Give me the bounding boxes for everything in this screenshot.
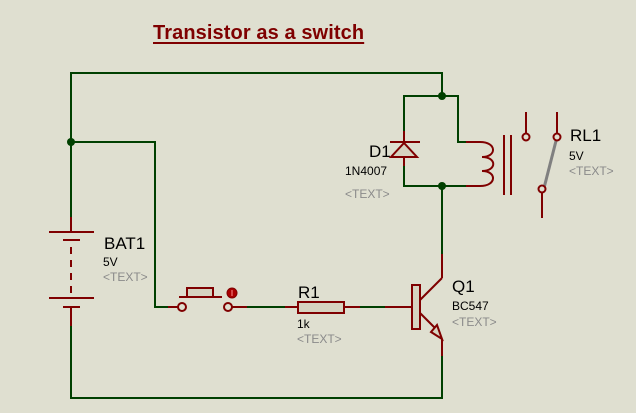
push-button[interactable] <box>168 287 247 312</box>
junctions <box>67 92 446 190</box>
battery-text-placeholder: <TEXT> <box>103 270 148 284</box>
junction-dot <box>438 182 446 190</box>
resistor-value-label: 1k <box>297 317 310 331</box>
relay-value-label: 5V <box>569 149 584 163</box>
wire-diode-bottom[interactable] <box>403 166 466 187</box>
diode-d1[interactable] <box>388 131 420 166</box>
relay-rl1-contacts[interactable] <box>521 112 562 218</box>
transistor-ref-label: Q1 <box>452 277 475 296</box>
diagram-title: Transistor as a switch <box>153 22 365 44</box>
resistor-text-placeholder: <TEXT> <box>297 332 342 346</box>
resistor-r1[interactable] <box>285 301 360 314</box>
diode-ref-label: D1 <box>369 142 391 161</box>
relay-text-placeholder: <TEXT> <box>569 164 614 178</box>
wire-to-button[interactable] <box>71 141 168 308</box>
battery-value-label: 5V <box>103 255 118 269</box>
diode-text-placeholder: <TEXT> <box>345 187 390 201</box>
wires <box>70 72 466 399</box>
wire-diode-top[interactable] <box>403 95 466 143</box>
junction-dot <box>438 92 446 100</box>
transistor-q1[interactable] <box>385 254 444 356</box>
battery-ref-label: BAT1 <box>104 234 146 253</box>
junction-dot <box>67 138 75 146</box>
battery-bat1[interactable] <box>49 217 94 326</box>
transistor-value-label: BC547 <box>452 299 489 313</box>
relay-rl1-coil[interactable] <box>466 135 512 195</box>
relay-ref-label: RL1 <box>570 126 602 145</box>
wire-bottom[interactable] <box>70 326 443 399</box>
diode-value-label: 1N4007 <box>345 164 388 178</box>
transistor-text-placeholder: <TEXT> <box>452 315 497 329</box>
resistor-ref-label: R1 <box>298 283 320 302</box>
wire-top[interactable] <box>70 72 443 232</box>
